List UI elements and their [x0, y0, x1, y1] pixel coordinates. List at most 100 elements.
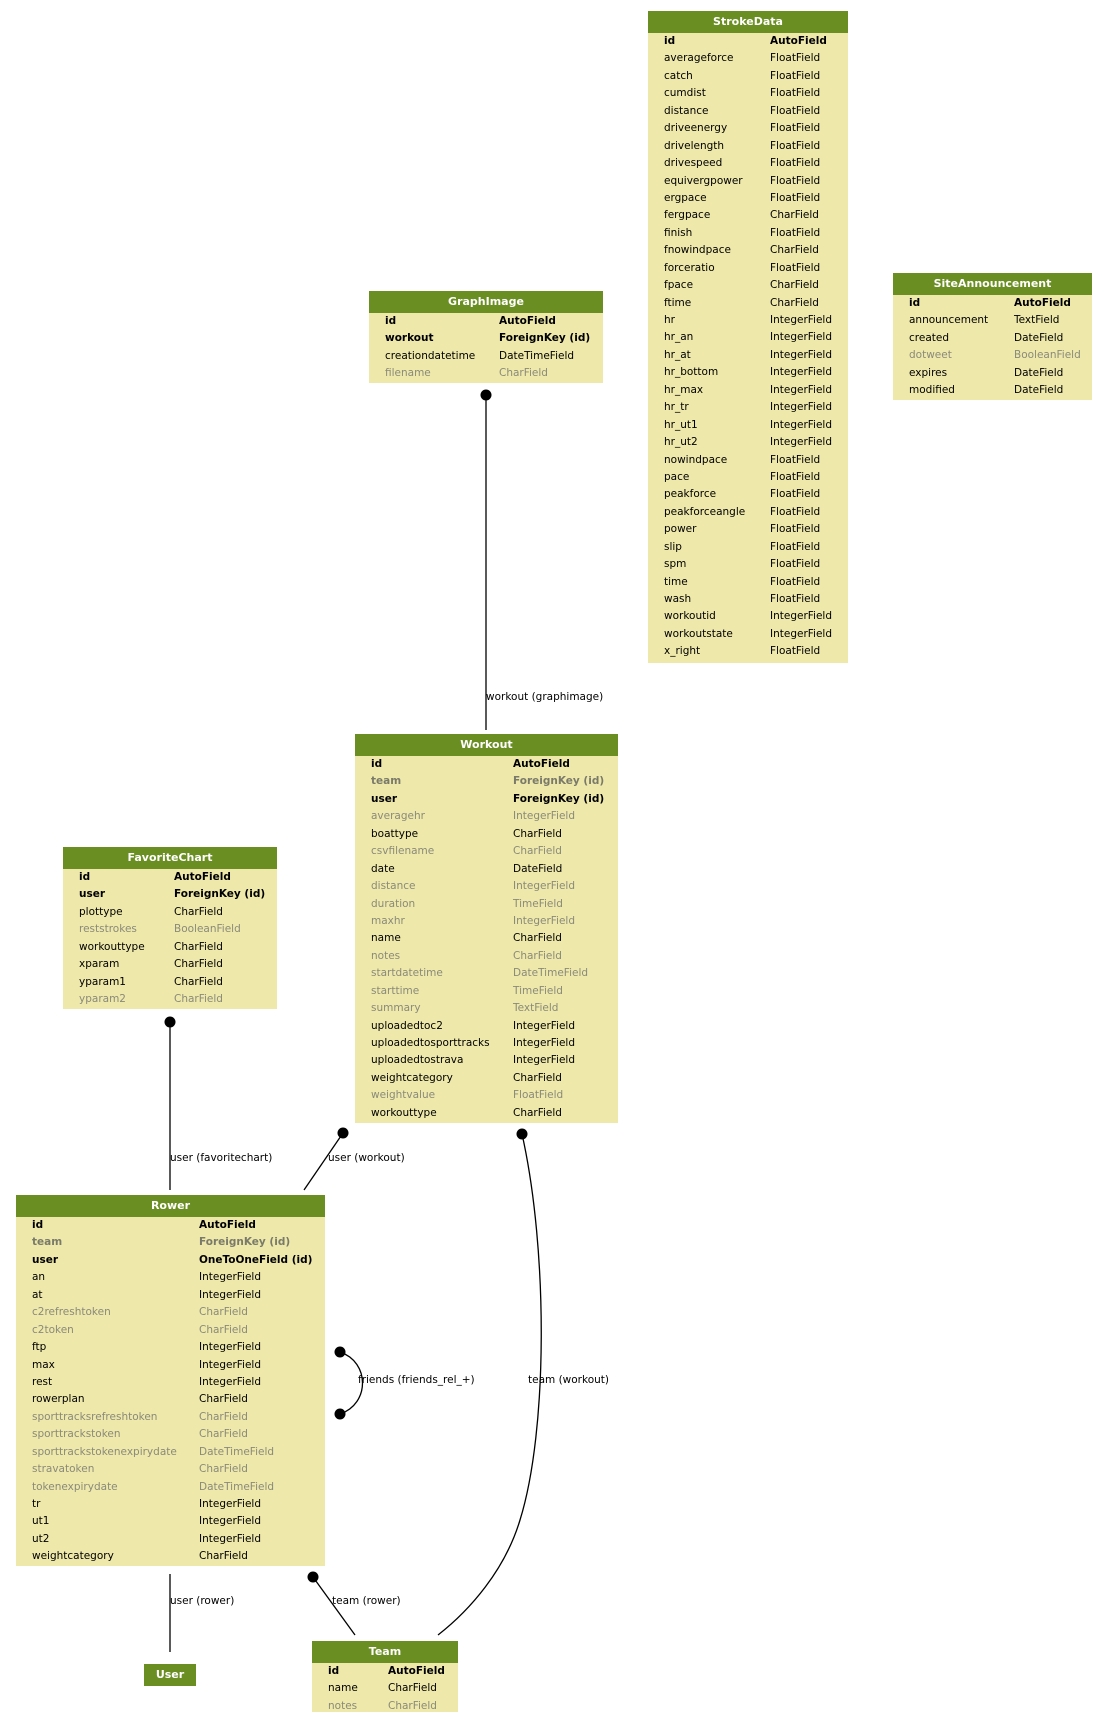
field-name: workouttype — [371, 1106, 437, 1119]
field-name: summary — [371, 1002, 421, 1015]
field-name: created — [909, 331, 949, 344]
field-name: distance — [371, 880, 416, 893]
field-name: modified — [909, 384, 955, 397]
field-type: IntegerField — [199, 1375, 262, 1388]
field-name: user — [79, 888, 106, 901]
field-type: FloatField — [770, 52, 821, 65]
field-type: FloatField — [770, 191, 821, 204]
field-name: plottype — [79, 905, 123, 918]
field-type: AutoField — [770, 35, 827, 47]
field-type: FloatField — [770, 523, 821, 536]
field-type: DateField — [1014, 366, 1064, 379]
field-type: DateTimeField — [199, 1445, 275, 1458]
field-name: id — [664, 35, 676, 47]
field-type: CharField — [770, 209, 819, 222]
field-type: FloatField — [770, 174, 821, 187]
field-name: fnowindpace — [664, 244, 731, 257]
field-type: CharField — [199, 1428, 248, 1441]
field-name: hr_tr — [664, 401, 689, 414]
field-type: IntegerField — [770, 401, 833, 414]
field-name: user — [32, 1253, 59, 1266]
field-type: CharField — [770, 296, 819, 309]
field-type: DateTimeField — [513, 967, 589, 980]
field-name: pace — [664, 470, 690, 483]
field-name: catch — [664, 69, 693, 82]
field-name: weightcategory — [371, 1071, 453, 1084]
field-name: peakforce — [664, 488, 717, 501]
field-name: peakforceangle — [664, 505, 746, 518]
field-name: ut2 — [32, 1532, 50, 1545]
field-name: time — [664, 575, 688, 588]
field-name: c2refreshtoken — [32, 1306, 111, 1319]
field-name: team — [32, 1236, 63, 1249]
field-row: pace FloatField — [648, 469, 848, 486]
field-name: fergpace — [664, 209, 711, 222]
field-type: FloatField — [770, 540, 821, 553]
model-title: FavoriteChart — [63, 847, 277, 869]
field-type: DateTimeField — [499, 349, 575, 362]
field-name: csvfilename — [371, 845, 435, 858]
field-type: CharField — [199, 1393, 248, 1406]
field-name: id — [385, 315, 397, 327]
field-type: FloatField — [770, 645, 821, 658]
link-end-dot — [334, 1346, 346, 1358]
field-name: ergpace — [664, 191, 707, 204]
field-type: IntegerField — [513, 1037, 576, 1049]
field-name: workoutstate — [664, 627, 733, 640]
field-row: fergpace CharField — [648, 207, 848, 224]
field-type: IntegerField — [770, 383, 833, 396]
field-name: fpace — [664, 279, 694, 292]
field-name: yparam2 — [79, 993, 126, 1006]
link-end-dot — [480, 389, 492, 401]
field-type: FloatField — [770, 470, 821, 483]
field-name: startdatetime — [371, 967, 443, 980]
field-name: tr — [32, 1498, 41, 1510]
field-name: starttime — [371, 984, 420, 997]
field-type: FloatField — [513, 1089, 564, 1102]
field-type: CharField — [199, 1323, 248, 1336]
link-workout-user — [303, 1132, 344, 1191]
model-user: User — [144, 1664, 196, 1686]
field-name: workout — [385, 332, 434, 345]
field-type: CharField — [199, 1410, 248, 1423]
field-type: AutoField — [199, 1219, 256, 1231]
link-end-dot — [307, 1571, 319, 1583]
field-type: FloatField — [770, 593, 821, 605]
field-name: team — [371, 775, 402, 788]
field-type: CharField — [199, 1463, 248, 1476]
field-type: IntegerField — [199, 1532, 262, 1545]
